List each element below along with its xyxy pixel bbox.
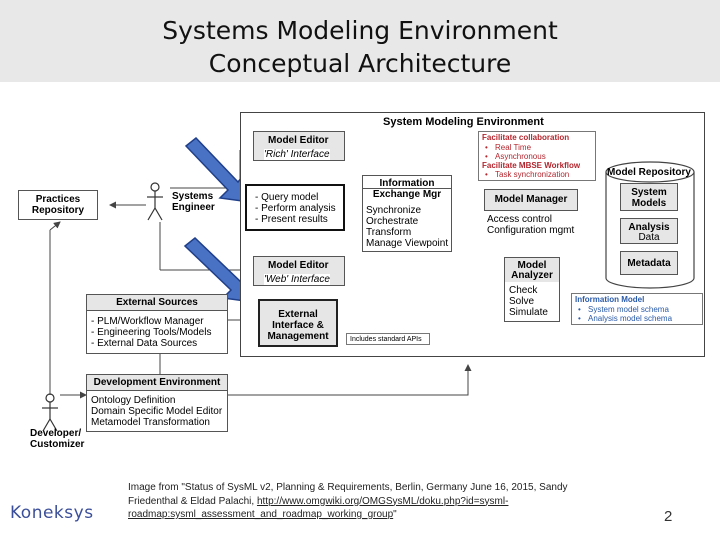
info-exchange-item: Orchestrate <box>366 216 419 227</box>
practices-repository-label: Practices <box>35 194 81 205</box>
standard-apis-note-text: Includes standard APIs <box>350 336 422 343</box>
workflow-item: Task synchronization <box>495 170 570 179</box>
koneksys-logo: Koneksys <box>10 503 94 523</box>
development-environment-item: Domain Specific Model Editor <box>91 406 223 417</box>
query-item: - Present results <box>255 214 328 225</box>
workflow-heading: Facilitate MBSE Workflow <box>482 161 581 170</box>
query-model-box: - Query model - Perform analysis - Prese… <box>245 184 345 231</box>
external-source-item: - External Data Sources <box>91 338 198 349</box>
metadata-box: Metadata <box>620 251 678 275</box>
practices-repository-box: Practices Repository <box>18 190 98 220</box>
external-sources-box: External Sources - PLM/Workflow Manager … <box>86 294 228 354</box>
metadata-label: Metadata <box>627 258 671 269</box>
development-environment-box: Development Environment Ontology Definit… <box>86 374 228 432</box>
model-manager-item: Access control <box>487 214 553 225</box>
model-editor-rich-subtitle: 'Rich' Interface <box>264 149 330 160</box>
slide-title-line-1: Systems Modeling Environment <box>162 16 558 45</box>
caption-text-end: " <box>393 509 397 520</box>
caption-text: Image from "Status of SysML v2, Planning… <box>128 482 568 507</box>
system-models-label: Models <box>631 198 667 209</box>
model-editor-rich-box: Model Editor 'Rich' Interface <box>253 131 345 161</box>
systems-engineer-actor-icon <box>147 182 163 221</box>
information-model-item: System model schema <box>588 305 669 314</box>
collaboration-bullet: • <box>485 170 488 179</box>
model-analyzer-item: Solve <box>509 296 535 307</box>
external-sources-title: External Sources <box>116 297 198 308</box>
model-manager-item: Configuration mgmt <box>487 225 575 236</box>
title-band <box>0 0 720 82</box>
model-repository-title: Model Repository <box>607 167 691 178</box>
info-exchange-divider <box>362 188 452 189</box>
model-analyzer-title: Model <box>517 260 547 271</box>
collaboration-item: Real Time <box>495 143 532 152</box>
page-number: 2 <box>664 508 673 525</box>
external-source-item: - Engineering Tools/Models <box>91 327 212 338</box>
model-analyzer-header <box>505 258 559 282</box>
systems-engineer-label: Engineer <box>172 202 215 213</box>
slide-title-line-2: Conceptual Architecture <box>208 49 512 78</box>
information-model-bullet: • <box>578 305 581 314</box>
developer-actor-icon <box>42 393 58 432</box>
image-caption: Image from "Status of SysML v2, Planning… <box>128 481 598 522</box>
development-environment-title: Development Environment <box>93 377 221 388</box>
developer-label: Developer/ <box>30 428 82 439</box>
external-interface-line: Interface & <box>272 320 324 331</box>
information-model-bullet: • <box>578 314 581 323</box>
collaboration-heading: Facilitate collaboration <box>482 133 570 142</box>
analysis-data-label: Analysis <box>628 222 670 233</box>
systems-engineer-label: Systems <box>172 191 214 202</box>
development-environment-header <box>87 375 227 391</box>
standard-apis-note: Includes standard APIs <box>346 333 430 345</box>
query-item: - Perform analysis <box>255 203 336 214</box>
external-interface-line: Management <box>267 331 329 342</box>
analysis-data-label: Data <box>638 232 660 243</box>
collaboration-bullet: • <box>485 152 488 161</box>
collaboration-item: Asynchronous <box>495 152 546 161</box>
info-exchange-box: Information Exchange Mgr Synchronize Orc… <box>362 175 452 252</box>
model-editor-web-title: Model Editor <box>268 260 329 271</box>
system-models-label: System <box>631 187 667 198</box>
practices-repository-label: Repository <box>31 205 85 216</box>
development-environment-item: Ontology Definition <box>91 395 176 406</box>
analysis-data-box: Analysis Data <box>620 218 678 244</box>
info-exchange-title: Exchange Mgr <box>372 189 442 200</box>
environment-title: System Modeling Environment <box>383 116 544 128</box>
collaboration-bullet: • <box>485 143 488 152</box>
model-analyzer-box: Model Analyzer Check Solve Simulate <box>504 257 560 322</box>
caption-source-link[interactable]: http://www.omgwiki.org/OMGSysML/doku.php… <box>128 495 509 521</box>
model-analyzer-item: Check <box>509 285 538 296</box>
info-exchange-item: Transform <box>366 227 412 238</box>
model-analyzer-item: Simulate <box>509 307 548 318</box>
model-editor-rich-title: Model Editor <box>268 135 329 146</box>
model-analyzer-title: Analyzer <box>511 270 553 281</box>
info-exchange-item: Synchronize <box>366 205 422 216</box>
system-models-box: System Models <box>620 183 678 211</box>
developer-label: Customizer <box>30 439 85 450</box>
information-model-title: Information Model <box>575 295 645 304</box>
model-manager-box: Model Manager <box>484 189 578 211</box>
collaboration-note: Facilitate collaboration • Real Time • A… <box>478 131 596 181</box>
external-sources-header <box>87 295 227 311</box>
info-exchange-title: Information <box>379 178 435 189</box>
model-editor-web-subtitle: 'Web' Interface <box>264 274 330 285</box>
external-interface-line: External <box>278 309 318 320</box>
model-editor-web-box: Model Editor 'Web' Interface <box>253 256 345 286</box>
info-exchange-item: Manage Viewpoint <box>366 238 449 249</box>
model-manager-title: Model Manager <box>494 194 568 205</box>
external-interface-box: External Interface & Management <box>258 299 338 347</box>
external-source-item: - PLM/Workflow Manager <box>91 316 204 327</box>
query-item: - Query model <box>255 192 319 203</box>
information-model-note: Information Model • System model schema … <box>571 293 703 325</box>
development-environment-item: Metamodel Transformation <box>91 417 210 428</box>
information-model-item: Analysis model schema <box>588 314 673 323</box>
